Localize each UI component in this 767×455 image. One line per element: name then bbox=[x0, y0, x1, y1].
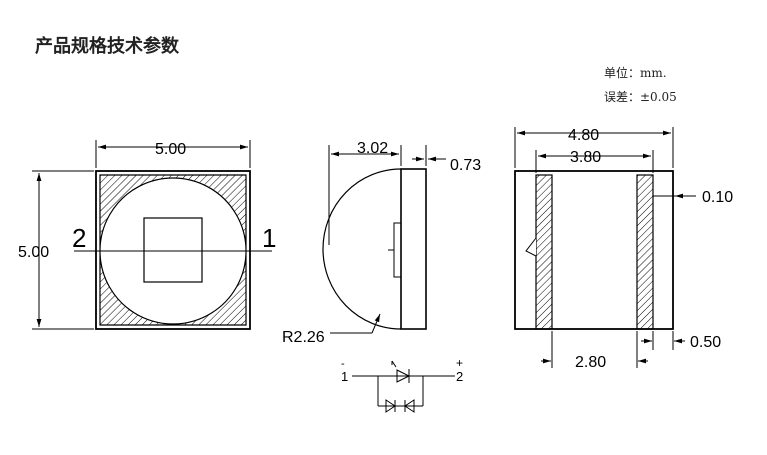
front-pin-1-label: 1 bbox=[262, 223, 276, 253]
front-pin-2-label: 2 bbox=[72, 223, 86, 253]
circuit-terminal-2: 2 bbox=[456, 369, 463, 384]
section-outer-frame bbox=[514, 170, 674, 330]
side-base-plate bbox=[400, 168, 427, 330]
section-notch bbox=[525, 237, 537, 257]
front-center-square bbox=[143, 217, 203, 283]
front-outer-square bbox=[95, 170, 251, 330]
tolerance-note: 误差：±0.05 bbox=[604, 90, 677, 104]
section-view bbox=[514, 127, 696, 368]
front-height-label: 5.00 bbox=[18, 244, 49, 261]
zener-diode-symbol bbox=[385, 399, 415, 413]
circuit-terminal-1: 1 bbox=[341, 369, 348, 384]
section-outer-width-label: 4.80 bbox=[568, 127, 599, 144]
side-lens-height-label: 3.02 bbox=[357, 140, 388, 157]
page-title: 产品规格技术参数 bbox=[35, 36, 179, 57]
circuit-plus-sign: + bbox=[456, 356, 463, 370]
section-left-wall bbox=[535, 174, 553, 330]
front-hatch bbox=[99, 174, 247, 326]
front-width-label: 5.00 bbox=[155, 141, 186, 158]
side-base-thickness-label: 0.73 bbox=[450, 157, 481, 174]
side-chip bbox=[393, 222, 402, 278]
section-right-wall bbox=[636, 174, 654, 330]
side-dome bbox=[322, 168, 402, 330]
led-symbol bbox=[396, 369, 411, 383]
section-wall-label: 0.10 bbox=[702, 189, 733, 206]
circuit-minus-sign: - bbox=[341, 358, 345, 370]
side-radius-label: R2.26 bbox=[282, 329, 325, 346]
unit-note: 单位：mm. bbox=[604, 66, 667, 80]
section-gap-label: 2.80 bbox=[575, 354, 606, 371]
front-view bbox=[32, 140, 272, 330]
section-pad-label: 0.50 bbox=[690, 334, 721, 351]
circuit-diagram bbox=[352, 360, 455, 413]
side-view bbox=[322, 145, 446, 334]
section-inner-width-label: 3.80 bbox=[570, 149, 601, 166]
